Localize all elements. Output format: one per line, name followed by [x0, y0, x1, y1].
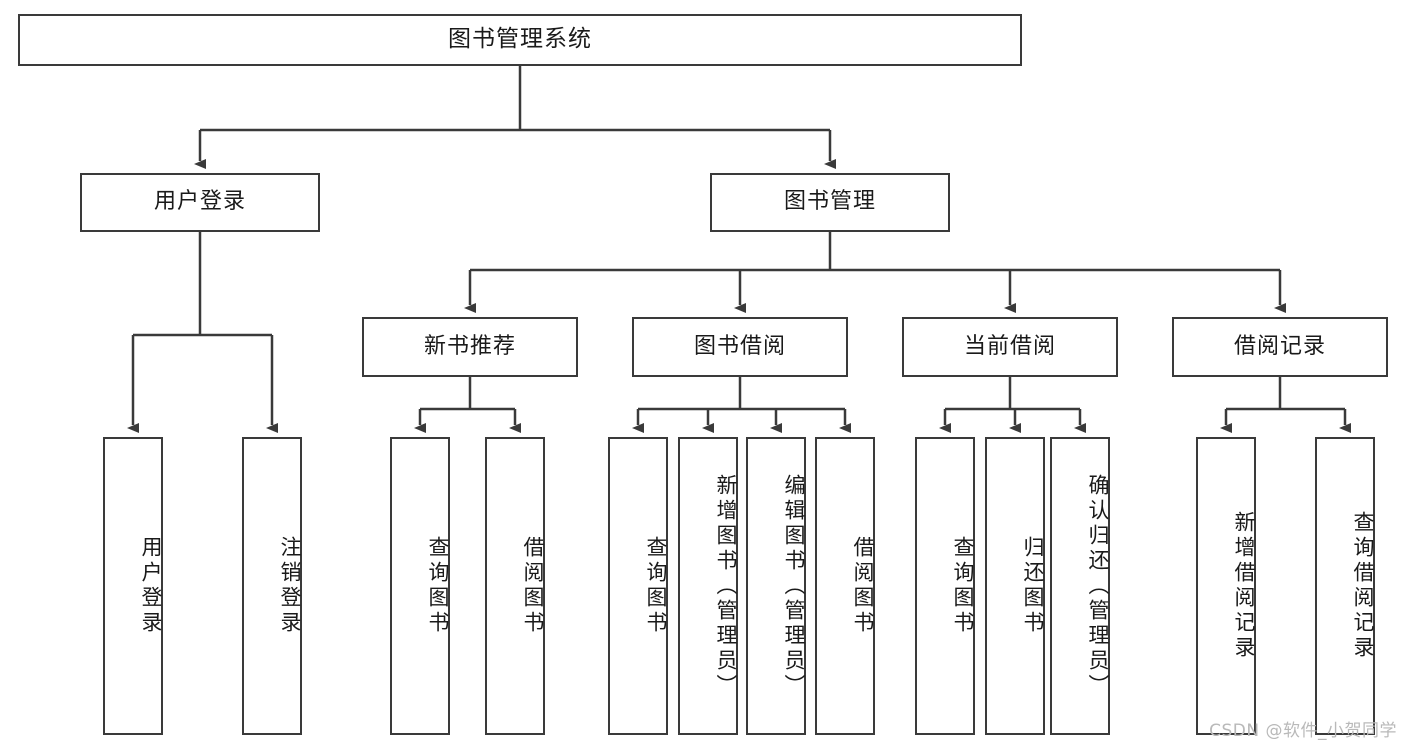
leaf-borrow-edit-book[interactable]: 编辑图书（管理员）	[746, 437, 806, 735]
node-user-login-label: 用户登录	[153, 189, 246, 215]
leaf-user-logout[interactable]: 注销登录	[242, 437, 302, 735]
leaf-borrow-query-book[interactable]: 查询图书	[608, 437, 668, 735]
node-book-borrow[interactable]: 图书借阅	[632, 317, 848, 377]
leaf-record-query-label: 查询借阅记录	[1351, 511, 1375, 661]
node-borrow-record-label: 借阅记录	[1233, 333, 1326, 359]
leaf-record-add[interactable]: 新增借阅记录	[1196, 437, 1256, 735]
leaf-borrow-borrow-book[interactable]: 借阅图书	[815, 437, 875, 735]
leaf-user-logout-label: 注销登录	[278, 536, 302, 636]
leaf-record-add-label: 新增借阅记录	[1232, 511, 1256, 661]
node-current-borrow-label: 当前借阅	[963, 333, 1056, 359]
leaf-current-query-book-label: 查询图书	[951, 536, 975, 636]
node-user-login[interactable]: 用户登录	[80, 173, 320, 232]
leaf-current-confirm-return[interactable]: 确认归还（管理员）	[1050, 437, 1110, 735]
leaf-current-query-book[interactable]: 查询图书	[915, 437, 975, 735]
leaf-recommend-query-book[interactable]: 查询图书	[390, 437, 450, 735]
leaf-recommend-query-book-label: 查询图书	[426, 536, 450, 636]
leaf-current-return-book-label: 归还图书	[1021, 536, 1045, 636]
node-borrow-record[interactable]: 借阅记录	[1172, 317, 1388, 377]
leaf-borrow-borrow-book-label: 借阅图书	[851, 536, 875, 636]
node-book-manage[interactable]: 图书管理	[710, 173, 950, 232]
node-book-borrow-label: 图书借阅	[693, 333, 786, 359]
leaf-borrow-query-book-label: 查询图书	[644, 536, 668, 636]
node-new-book-recommend-label: 新书推荐	[423, 333, 516, 359]
leaf-current-return-book[interactable]: 归还图书	[985, 437, 1045, 735]
leaf-record-query[interactable]: 查询借阅记录	[1315, 437, 1375, 735]
node-book-manage-label: 图书管理	[783, 189, 876, 215]
leaf-borrow-edit-book-label: 编辑图书（管理员）	[782, 473, 806, 699]
node-new-book-recommend[interactable]: 新书推荐	[362, 317, 578, 377]
leaf-current-confirm-return-label: 确认归还（管理员）	[1086, 473, 1110, 699]
leaf-borrow-add-book-label: 新增图书（管理员）	[714, 473, 738, 699]
leaf-borrow-add-book[interactable]: 新增图书（管理员）	[678, 437, 738, 735]
watermark: CSDN @软件_小贺同学	[1209, 721, 1397, 741]
leaf-user-login[interactable]: 用户登录	[103, 437, 163, 735]
leaf-user-login-label: 用户登录	[139, 536, 163, 636]
node-current-borrow[interactable]: 当前借阅	[902, 317, 1118, 377]
node-root-label: 图书管理系统	[448, 26, 592, 53]
leaf-recommend-borrow-book-label: 借阅图书	[521, 536, 545, 636]
node-root[interactable]: 图书管理系统	[18, 14, 1022, 66]
leaf-recommend-borrow-book[interactable]: 借阅图书	[485, 437, 545, 735]
